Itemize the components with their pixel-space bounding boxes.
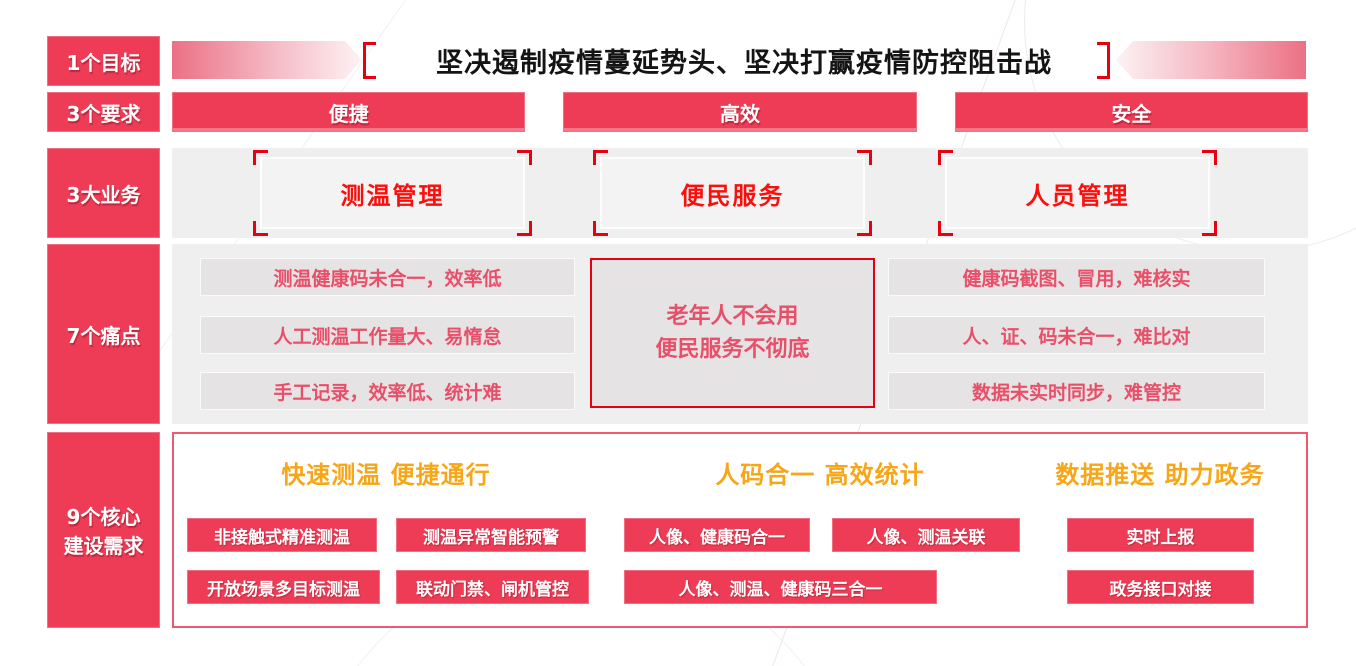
need-chip: 人像、测温关联 [832, 518, 1020, 552]
need-chip: 人像、健康码合一 [624, 518, 810, 552]
painpoint-item: 健康码截图、冒用，难核实 [888, 258, 1265, 296]
row-label-goal-text: 1个目标 [66, 50, 141, 75]
corner-bracket-icon [1202, 150, 1217, 165]
corner-bracket-icon [1202, 221, 1217, 236]
painpoint-center-line1: 老年人不会用 [666, 304, 799, 329]
painpoint-item: 测温健康码未合一，效率低 [200, 258, 575, 296]
gradient-arrow-right [1116, 41, 1306, 79]
need-chip: 政务接口对接 [1067, 570, 1254, 604]
requirements-row: 便捷 高效 安全 [172, 92, 1308, 132]
business-box-label: 测温管理 [340, 181, 445, 210]
needs-heading-data-push: 数据推送 助力政务 [1055, 460, 1265, 489]
business-box-label: 人员管理 [1025, 181, 1130, 210]
corner-bracket-icon [857, 221, 872, 236]
painpoint-item: 人工测温工作量大、易惰怠 [200, 316, 575, 354]
goal-title: 坚决遏制疫情蔓延势头、坚决打赢疫情防控阻击战 [436, 47, 1052, 79]
row-label-requirements-text: 3个要求 [66, 101, 141, 126]
needs-heading-person-code: 人码合一 高效统计 [715, 460, 925, 489]
corner-bracket-icon [857, 150, 872, 165]
business-box-public-service: 便民服务 [593, 150, 872, 236]
painpoint-item: 数据未实时同步，难管控 [888, 372, 1265, 410]
painpoint-center-line2: 便民服务不彻底 [655, 337, 810, 362]
needs-heading-temperature: 快速测温 便捷通行 [281, 460, 491, 489]
corner-bracket-icon [593, 221, 608, 236]
business-box-temperature: 测温管理 [253, 150, 532, 236]
requirement-bar-convenient: 便捷 [172, 92, 526, 132]
row-label-requirements: 3个要求 [47, 92, 160, 132]
need-chip: 联动门禁、闸机管控 [396, 570, 589, 604]
business-box-personnel: 人员管理 [938, 150, 1217, 236]
row-label-businesses: 3大业务 [47, 148, 160, 238]
corner-bracket-icon [517, 150, 532, 165]
business-box-label: 便民服务 [680, 181, 785, 210]
need-chip: 非接触式精准测温 [187, 518, 377, 552]
corner-bracket-icon [517, 221, 532, 236]
need-chip: 实时上报 [1067, 518, 1254, 552]
need-chip: 人像、测温、健康码三合一 [624, 570, 937, 604]
corner-bracket-icon [938, 221, 953, 236]
need-chip: 测温异常智能预警 [396, 518, 586, 552]
title-bracket-left [363, 42, 376, 79]
row-label-needs-line1: 9个核心 [66, 505, 141, 529]
needs-panel: 快速测温 便捷通行 人码合一 高效统计 数据推送 助力政务 非接触式精准测温 测… [172, 432, 1308, 628]
corner-bracket-icon [938, 150, 953, 165]
row-label-painpoints: 7个痛点 [47, 244, 160, 424]
row-label-painpoints-text: 7个痛点 [66, 323, 141, 348]
need-chip: 开放场景多目标测温 [187, 570, 380, 604]
gradient-arrow-left [172, 41, 362, 79]
row-label-businesses-text: 3大业务 [66, 182, 141, 207]
requirement-bar-safe: 安全 [954, 92, 1308, 132]
row-label-needs-line2: 建设需求 [63, 534, 144, 558]
row-label-needs: 9个核心 建设需求 [47, 432, 160, 628]
painpoint-center-box: 老年人不会用 便民服务不彻底 [590, 258, 875, 408]
requirement-bar-efficient: 高效 [563, 92, 917, 132]
title-bracket-right [1097, 42, 1110, 79]
corner-bracket-icon [593, 150, 608, 165]
painpoint-item: 手工记录，效率低、统计难 [200, 372, 575, 410]
row-label-goal: 1个目标 [47, 36, 160, 86]
painpoint-item: 人、证、码未合一，难比对 [888, 316, 1265, 354]
painpoints-band: 测温健康码未合一，效率低 人工测温工作量大、易惰怠 手工记录，效率低、统计难 老… [172, 244, 1308, 424]
businesses-band: 测温管理 便民服务 人员管理 [172, 148, 1308, 238]
corner-bracket-icon [253, 150, 268, 165]
corner-bracket-icon [253, 221, 268, 236]
